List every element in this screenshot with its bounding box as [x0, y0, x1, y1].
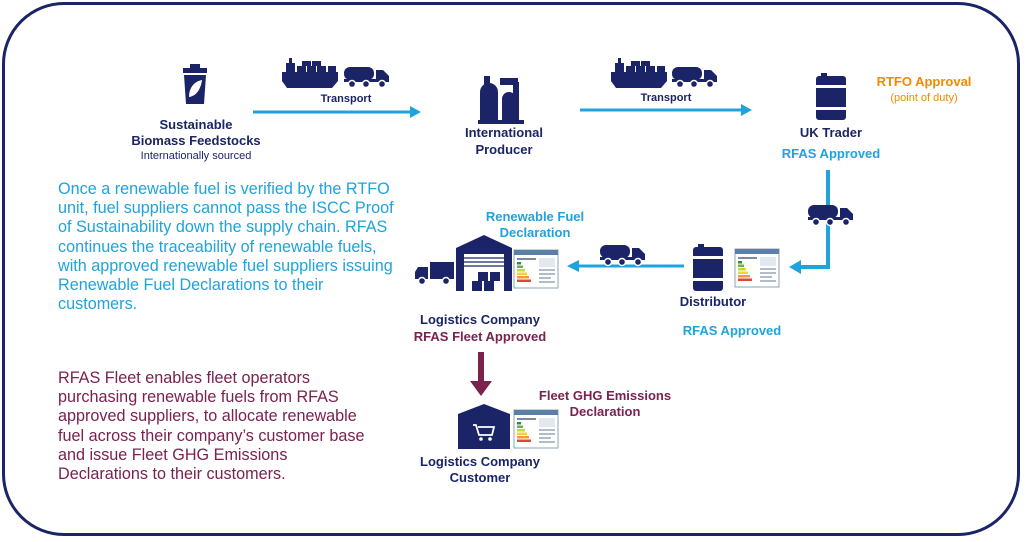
tanker-truck-icon-4 [599, 244, 646, 267]
ghg-declaration-line2: Declaration [569, 404, 641, 419]
distributor-title: Distributor [679, 294, 747, 309]
arrow-head-3 [789, 260, 801, 274]
arrow-head-1 [410, 106, 421, 118]
arrow-head-5 [470, 381, 492, 396]
fuel-drum-icon-2 [691, 244, 725, 291]
rtfo-title: RTFO Approval [876, 74, 972, 89]
logistics-title: Logistics Company [420, 312, 540, 327]
fuel-drum-icon [814, 73, 848, 120]
ship-icon [282, 58, 338, 88]
arrow-trader-to-distributor [801, 170, 830, 269]
tanker-truck-icon-2 [671, 66, 718, 89]
tanker-truck-icon [343, 66, 390, 89]
rounded-frame [2, 2, 1020, 536]
declaration-document-icon-2 [513, 249, 559, 289]
uk-trader-title: UK Trader [799, 125, 863, 140]
biomass-title-line1: Sustainable [159, 117, 233, 132]
rfas-fleet-description: RFAS Fleet enables fleet operators purch… [58, 369, 365, 484]
factory-icon [478, 76, 524, 124]
biomass-bin-icon [183, 64, 207, 104]
distributor-status: RFAS Approved [682, 323, 782, 338]
customer-title-line1: Logistics Company [420, 454, 540, 469]
biomass-subtitle: Internationally sourced [140, 150, 252, 162]
tanker-truck-icon-3 [807, 204, 854, 227]
transport-label-2: Transport [640, 92, 692, 104]
store-cart-icon [458, 404, 510, 449]
ship-icon-2 [611, 58, 667, 88]
renewable-declaration-line1: Renewable Fuel [485, 209, 585, 224]
ghg-declaration-line1: Fleet GHG Emissions [538, 388, 672, 403]
transport-label-1: Transport [320, 93, 372, 105]
biomass-title-line2: Biomass Feedstocks [131, 133, 261, 148]
producer-title-line1: International [464, 125, 543, 140]
arrow-head-2 [741, 104, 752, 116]
rfas-description: Once a renewable fuel is verified by the… [58, 180, 394, 314]
renewable-declaration-line2: Declaration [499, 225, 571, 240]
logistics-status: RFAS Fleet Approved [413, 329, 547, 344]
uk-trader-status: RFAS Approved [781, 146, 881, 161]
customer-title-line2: Customer [449, 470, 511, 485]
warehouse-icon [456, 235, 512, 291]
delivery-truck-icon [415, 262, 454, 286]
rtfo-subtitle: (point of duty) [890, 92, 958, 104]
declaration-document-icon [734, 248, 780, 288]
producer-title-line2: Producer [475, 142, 533, 157]
arrow-head-4 [567, 260, 579, 272]
